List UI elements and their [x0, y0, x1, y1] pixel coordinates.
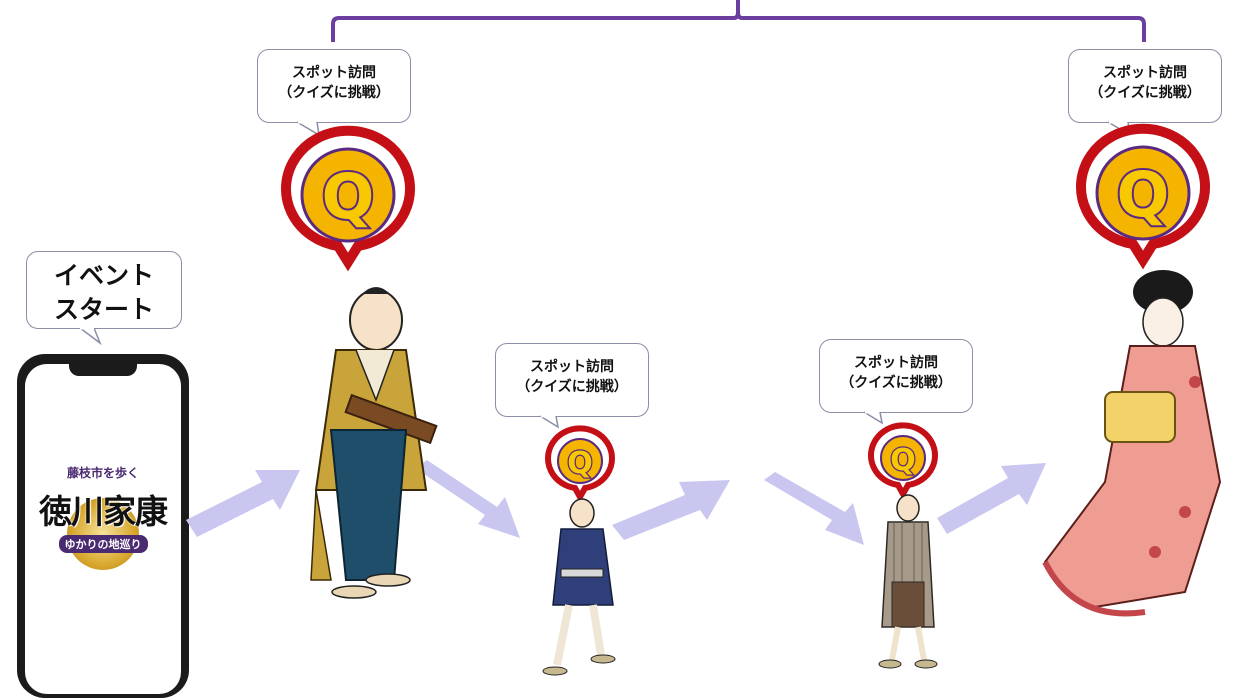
app-logo: 藤枝市を歩く 徳川家康 ゆかりの地巡り — [27, 464, 179, 574]
app-logo-main: 徳川家康 — [39, 492, 168, 531]
spot-visit-bubble-3: スポット訪問 （クイズに挑戦） — [495, 343, 649, 417]
quiz-badge-icon: Q — [1076, 123, 1210, 270]
app-logo-sub: ゆかりの地巡り — [58, 535, 148, 553]
smartphone-icon: 藤枝市を歩く 徳川家康 ゆかりの地巡り — [17, 354, 189, 698]
app-logo-top: 藤枝市を歩く — [66, 466, 139, 480]
spot-visit-title: スポット訪問 — [1103, 65, 1187, 81]
spot-visit-bubble-4-tail — [863, 410, 884, 425]
spot-visit-bubble-4: スポット訪問 （クイズに挑戦） — [819, 339, 973, 413]
spot-visit-subtitle: （クイズに挑戦） — [1089, 85, 1201, 101]
event-start-bubble-tail — [79, 326, 102, 346]
event-start-line1: イベント — [53, 261, 154, 290]
event-start-line2: スタート — [53, 295, 154, 324]
spot-visit-bubble-2: スポット訪問 （クイズに挑戦） — [1068, 49, 1222, 123]
quiz-badge-letter: Q — [1117, 158, 1170, 231]
spot-visit-subtitle: （クイズに挑戦） — [840, 375, 952, 391]
spot-visit-title: スポット訪問 — [530, 359, 614, 375]
elder-figure — [878, 494, 938, 669]
spot-visit-subtitle: （クイズに挑戦） — [516, 379, 628, 395]
townsman-figure — [542, 498, 616, 676]
quiz-badge-letter: Q — [890, 443, 916, 478]
event-start-bubble: イベント スタート — [26, 251, 182, 329]
geisha-figure — [1042, 270, 1222, 617]
quiz-badge-icon: Q — [545, 425, 615, 504]
spot-visit-subtitle: （クイズに挑戦） — [278, 85, 390, 101]
quiz-badge-letter: Q — [567, 446, 593, 481]
top-brace — [331, 0, 1146, 42]
spot-visit-title: スポット訪問 — [854, 355, 938, 371]
spot-visit-bubble-3-tail — [539, 414, 560, 429]
samurai-figure — [310, 287, 438, 599]
phone-notch — [69, 360, 137, 376]
spot-visit-title: スポット訪問 — [292, 65, 376, 81]
quiz-badge-icon: Q — [281, 125, 415, 272]
spot-visit-bubble-1: スポット訪問 （クイズに挑戦） — [257, 49, 411, 123]
quiz-badge-icon: Q — [868, 422, 938, 501]
quiz-badge-letter: Q — [322, 160, 375, 233]
